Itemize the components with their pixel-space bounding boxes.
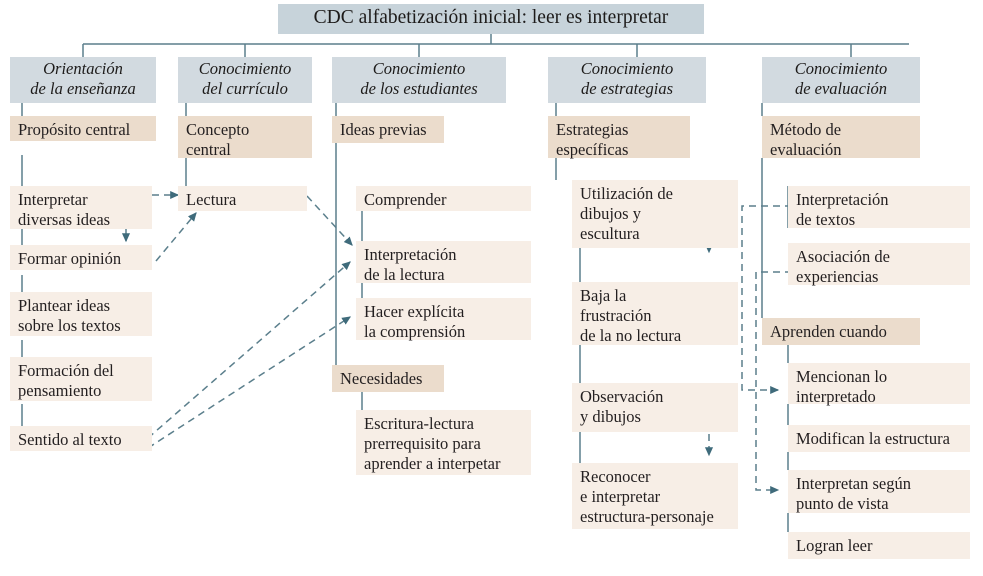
- node-comprender[interactable]: Comprender: [356, 186, 531, 211]
- node-necesidades[interactable]: Necesidades: [332, 365, 444, 392]
- header-line-1: Conocimiento: [794, 59, 888, 79]
- header-line-2: de los estudiantes: [360, 79, 478, 98]
- header-line-2: de la enseñanza: [30, 79, 136, 98]
- column-header-conocimiento-de-estrategias: Conocimiento de estrategias: [548, 57, 706, 103]
- column-header-orientacion-de-la-ensenanza: Orientación de la enseñanza: [10, 57, 156, 103]
- node-formar-opinion[interactable]: Formar opinión: [10, 245, 152, 270]
- column-header-conocimiento-de-los-estudiantes: Conocimiento de los estudiantes: [332, 57, 506, 103]
- diagram-title: CDC alfabetización inicial: leer es inte…: [278, 4, 704, 34]
- header-line-1: Conocimiento: [372, 59, 466, 79]
- wire-dash-lectura-to-interpretacion: [306, 195, 353, 246]
- header-line-2: de evaluación: [794, 79, 888, 98]
- node-proposito-central[interactable]: Propósito central: [10, 116, 156, 141]
- node-lectura[interactable]: Lectura: [178, 186, 307, 211]
- node-modifican-la-estructura[interactable]: Modifican la estructura: [788, 425, 970, 452]
- header-line-2: del currículo: [202, 79, 288, 98]
- wire-dash-sentido-to-hacer-explicita: [147, 316, 352, 449]
- node-logran-leer[interactable]: Logran leer: [788, 532, 970, 559]
- node-ideas-previas[interactable]: Ideas previas: [332, 116, 444, 143]
- column-header-conocimiento-de-evaluacion: Conocimiento de evaluación: [762, 57, 920, 103]
- header-line-2: de estrategias: [580, 79, 674, 98]
- node-aprenden-cuando[interactable]: Aprenden cuando: [762, 318, 920, 345]
- header-line-1: Conocimiento: [198, 59, 292, 79]
- header-line-1: Conocimiento: [580, 59, 674, 79]
- header-line-1: Orientación: [43, 59, 123, 79]
- wire-dash-sentido-to-interpretacion: [147, 261, 351, 439]
- column-header-conocimiento-del-curriculo: Conocimiento del currículo: [178, 57, 312, 103]
- node-sentido-al-texto[interactable]: Sentido al texto: [10, 426, 152, 451]
- wire-dash-formar-to-lectura: [155, 212, 197, 262]
